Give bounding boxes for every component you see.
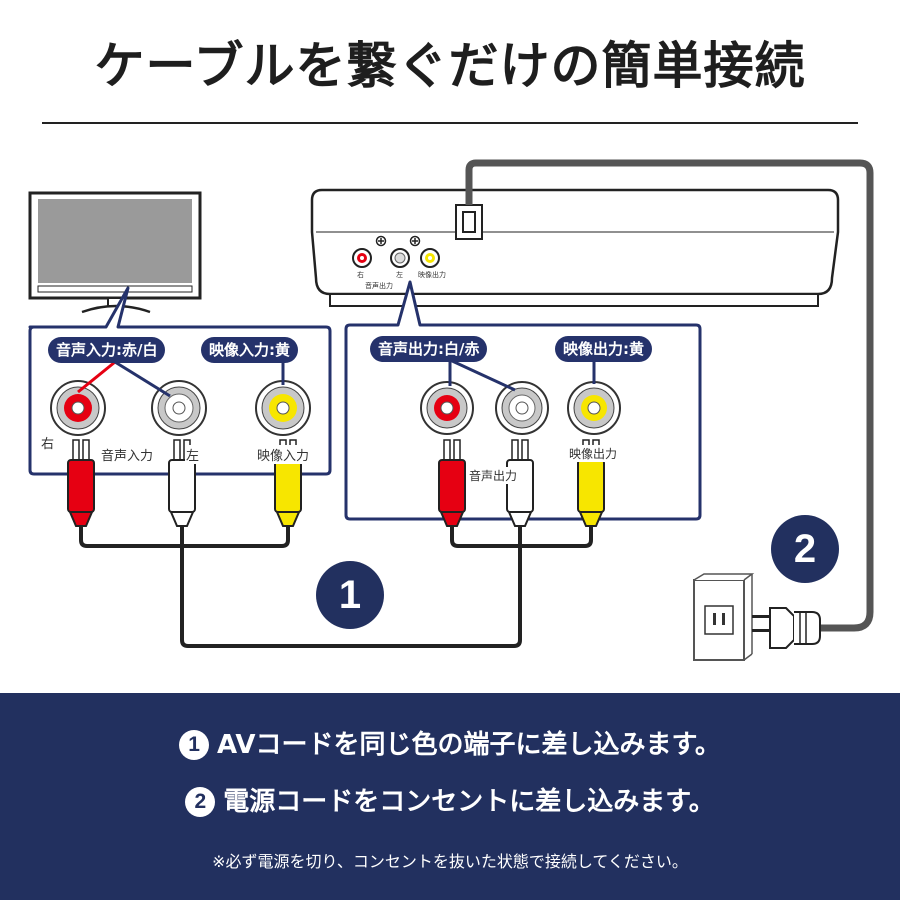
tv-jack-yellow	[255, 380, 311, 436]
device-label-audio-out: 音声出力	[468, 467, 519, 484]
power-plug-icon	[752, 607, 821, 649]
instruction-1-number: 1	[179, 730, 210, 760]
instructions-panel	[0, 693, 900, 900]
av-cable	[79, 524, 593, 648]
device-back-label-right: 右	[357, 271, 364, 279]
step-one-badge: 1	[316, 561, 384, 629]
wall-outlet-icon	[693, 573, 755, 661]
tv-audio-input-tag: 音声入力:赤/白	[48, 337, 166, 363]
power-cord	[465, 159, 874, 632]
av-device-icon	[310, 188, 840, 307]
device-back-label-audio-out: 音声出力	[365, 282, 393, 290]
tv-label-left: 左	[185, 445, 201, 464]
step-two-badge: 2	[771, 515, 839, 583]
tv-jack-red	[50, 380, 106, 436]
instruction-1-text: AVコードを同じ色の端子に差し込みます。	[217, 730, 721, 760]
tv-label-right: 右	[40, 433, 56, 452]
device-video-output-tag: 映像出力:黄	[555, 336, 652, 362]
safety-note: ※必ず電源を切り、コンセントを抜いた状態で接続してください。	[212, 852, 688, 871]
device-jack-white	[495, 381, 549, 435]
instruction-2-text: 電源コードをコンセントに差し込みます。	[223, 787, 715, 817]
tv-icon	[28, 191, 202, 314]
tv-label-video-in: 映像入力	[256, 445, 311, 464]
device-back-label-video-out: 映像出力	[418, 271, 446, 279]
tv-video-input-tag: 映像入力:黄	[201, 337, 298, 363]
device-jack-yellow	[567, 381, 621, 435]
device-jack-red	[420, 381, 474, 435]
plug-red-device	[438, 439, 466, 527]
connection-diagram: 音声入力:赤/白 映像入力:黄 右 音声入力 左 映像入力 音声出力:白/赤 映…	[28, 159, 874, 661]
tv-label-audio-in: 音声入力	[100, 445, 155, 464]
title-divider	[42, 122, 858, 124]
page-title: ケーブルを繋ぐだけの簡単接続	[94, 37, 806, 95]
device-audio-output-tag: 音声出力:白/赤	[370, 336, 488, 362]
device-label-video-out: 映像出力	[568, 445, 619, 462]
instruction-2-number: 2	[185, 787, 216, 817]
device-back-label-left: 左	[396, 271, 403, 279]
plug-red-tv	[67, 439, 95, 527]
